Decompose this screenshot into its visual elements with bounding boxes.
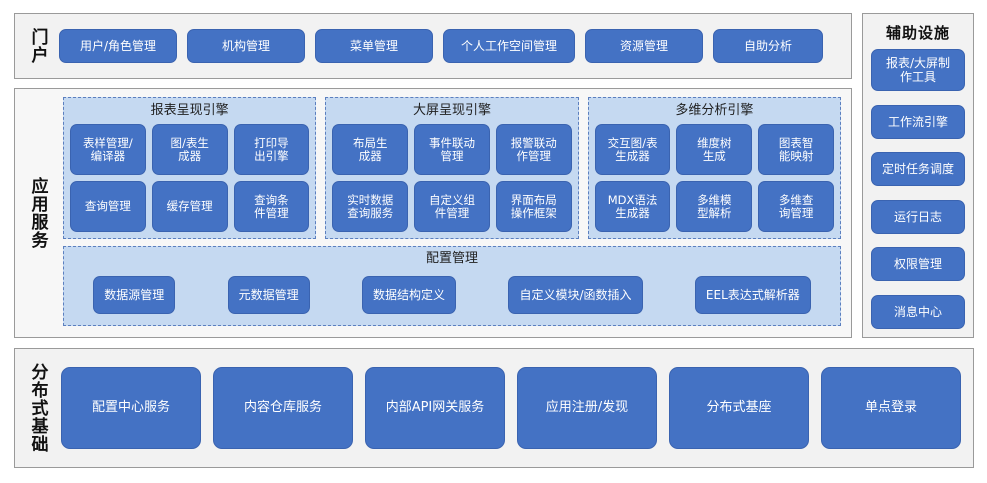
bigscreen-item-alarm-action[interactable]: 报警联动 作管理 [495,124,572,175]
config-management-row: 数据源管理 元数据管理 数据结构定义 自定义模块/函数插入 EEL表达式解析器 [72,271,832,319]
olap-item-dimension-tree[interactable]: 维度树 生成 [676,124,753,175]
engine-panel-bigscreen: 大屏呈现引擎 布局生 成器 事件联动 管理 报警联动 作管理 实时数据 查询服务… [325,97,579,239]
config-management-panel: 配置管理 数据源管理 元数据管理 数据结构定义 自定义模块/函数插入 EEL表达… [63,246,841,326]
engine-title-report: 报表呈现引擎 [150,103,229,118]
olap-item-model-parser[interactable]: 多维模 型解析 [676,181,753,232]
base-item-sso[interactable]: 单点登录 [821,367,961,449]
engine-grid-report: 表样管理/ 编译器 图/表生 成器 打印导 出引擎 查询管理 缓存管理 查询条 … [70,124,310,232]
distributed-base-row: 配置中心服务 内容仓库服务 内部API网关服务 应用注册/发现 分布式基座 单点… [59,367,973,449]
olap-item-mdx-generator[interactable]: MDX语法 生成器 [594,181,671,232]
application-services-content: 报表呈现引擎 表样管理/ 编译器 图/表生 成器 打印导 出引擎 查询管理 缓存… [59,89,851,337]
bigscreen-item-custom-component[interactable]: 自定义组 件管理 [414,181,490,232]
bigscreen-item-ui-layout-framework[interactable]: 界面布局 操作框架 [495,181,572,232]
portal-band: 门户 用户/角色管理 机构管理 菜单管理 个人工作空间管理 资源管理 自助分析 [14,13,852,79]
config-item-data-structure[interactable]: 数据结构定义 [362,276,457,314]
engine-grid-olap: 交互图/表 生成器 维度树 生成 图表智 能映射 MDX语法 生成器 多维模 型… [594,124,834,232]
portal-item-org[interactable]: 机构管理 [187,29,305,63]
portal-band-label: 门户 [27,28,48,64]
base-item-content-repository[interactable]: 内容仓库服务 [213,367,353,449]
bigscreen-item-event-linkage[interactable]: 事件联动 管理 [414,124,490,175]
engine-panel-report: 报表呈现引擎 表样管理/ 编译器 图/表生 成器 打印导 出引擎 查询管理 缓存… [63,97,317,239]
engine-grid-bigscreen: 布局生 成器 事件联动 管理 报警联动 作管理 实时数据 查询服务 自定义组 件… [332,124,572,232]
config-management-title: 配置管理 [425,251,478,266]
bigscreen-item-realtime-query[interactable]: 实时数据 查询服务 [332,181,409,232]
report-item-query-management[interactable]: 查询管理 [70,181,146,232]
aux-item-report-bigscreen-tool[interactable]: 报表/大屏制 作工具 [871,49,965,91]
olap-item-query-management[interactable]: 多维查 询管理 [758,181,834,232]
application-services-band: 应用服务 报表呈现引擎 表样管理/ 编译器 图/表生 成器 打印导 出引擎 查询… [14,88,852,338]
engine-title-olap: 多维分析引擎 [675,103,754,118]
base-item-api-gateway[interactable]: 内部API网关服务 [365,367,505,449]
engine-title-bigscreen: 大屏呈现引擎 [412,103,491,118]
portal-item-user-role[interactable]: 用户/角色管理 [59,29,177,63]
portal-item-resource[interactable]: 资源管理 [585,29,703,63]
config-item-custom-module[interactable]: 自定义模块/函数插入 [508,276,643,314]
report-item-print-export[interactable]: 打印导 出引擎 [233,124,310,175]
distributed-base-band-label: 分布式基础 [27,363,48,453]
portal-item-row: 用户/角色管理 机构管理 菜单管理 个人工作空间管理 资源管理 自助分析 [59,29,851,63]
distributed-base-band: 分布式基础 配置中心服务 内容仓库服务 内部API网关服务 应用注册/发现 分布… [14,348,974,468]
report-item-cache-management[interactable]: 缓存管理 [151,181,228,232]
portal-item-self-analysis[interactable]: 自助分析 [713,29,823,63]
engine-panel-olap: 多维分析引擎 交互图/表 生成器 维度树 生成 图表智 能映射 MDX语法 生成… [587,97,841,239]
bigscreen-item-layout-generator[interactable]: 布局生 成器 [332,124,409,175]
aux-item-scheduled-task[interactable]: 定时任务调度 [871,152,965,187]
report-item-chart-generator[interactable]: 图/表生 成器 [151,124,228,175]
aux-item-message-center[interactable]: 消息中心 [871,294,965,329]
report-item-template-compiler[interactable]: 表样管理/ 编译器 [70,124,146,175]
report-item-query-condition[interactable]: 查询条 件管理 [233,181,310,232]
config-item-datasource[interactable]: 数据源管理 [93,276,176,314]
base-item-distributed-foundation[interactable]: 分布式基座 [669,367,809,449]
olap-item-chart-mapping[interactable]: 图表智 能映射 [758,124,834,175]
portal-item-menu[interactable]: 菜单管理 [315,29,433,63]
config-item-eel-parser[interactable]: EEL表达式解析器 [694,276,811,314]
config-item-metadata[interactable]: 元数据管理 [227,276,310,314]
auxiliary-facilities-list: 报表/大屏制 作工具 工作流引擎 定时任务调度 运行日志 权限管理 消息中心 [871,49,965,329]
engines-row: 报表呈现引擎 表样管理/ 编译器 图/表生 成器 打印导 出引擎 查询管理 缓存… [63,97,841,239]
aux-item-workflow-engine[interactable]: 工作流引擎 [871,104,965,139]
base-item-config-center[interactable]: 配置中心服务 [61,367,201,449]
application-services-band-label: 应用服务 [27,177,48,249]
auxiliary-facilities-band: 辅助设施 报表/大屏制 作工具 工作流引擎 定时任务调度 运行日志 权限管理 消… [862,13,974,338]
auxiliary-facilities-title: 辅助设施 [885,24,950,42]
base-item-app-registry[interactable]: 应用注册/发现 [517,367,657,449]
aux-item-permission-management[interactable]: 权限管理 [871,247,965,282]
portal-item-workspace[interactable]: 个人工作空间管理 [443,29,575,63]
olap-item-interactive-chart[interactable]: 交互图/表 生成器 [594,124,671,175]
aux-item-runtime-log[interactable]: 运行日志 [871,199,965,234]
